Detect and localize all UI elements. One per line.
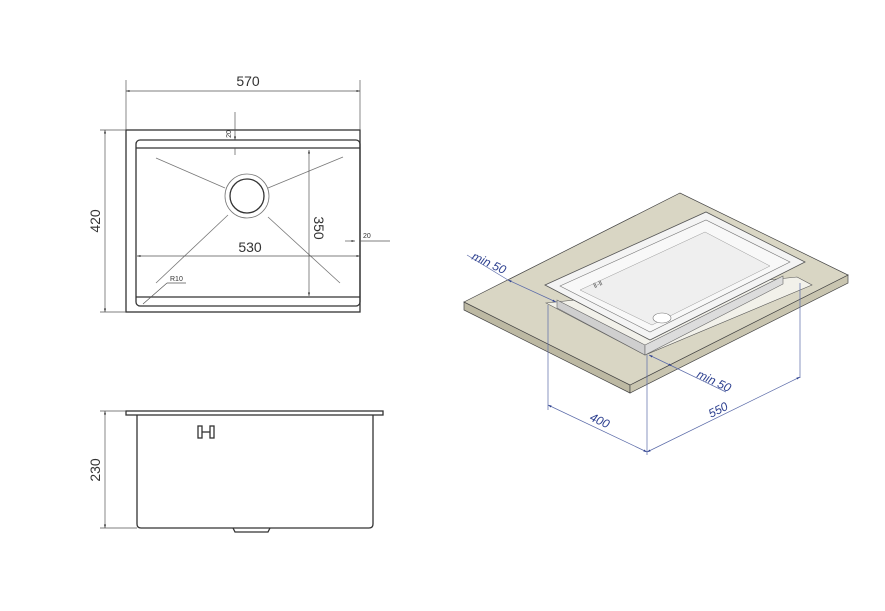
side-view: 230 xyxy=(87,410,384,533)
dim-cutout-width: 550 xyxy=(706,399,730,421)
dim-inner-depth: 350 xyxy=(311,216,327,240)
drain-icon xyxy=(652,312,672,324)
svg-text:Ⅱ-Ⅱ: Ⅱ-Ⅱ xyxy=(593,280,604,290)
iso-view: Ⅱ-Ⅱ min 50 min 50 400 550 xyxy=(463,192,849,455)
overflow-icon xyxy=(197,425,215,439)
top-view: 570 420 530 350 20 20 R10 xyxy=(87,73,390,313)
drain-icon xyxy=(224,173,270,219)
dim-height: 230 xyxy=(87,458,103,482)
dim-width: 570 xyxy=(236,73,260,89)
radius-label: R10 xyxy=(170,276,183,283)
dim-rim-side: 20 xyxy=(363,233,371,240)
dim-inner-width: 530 xyxy=(238,239,262,255)
dim-rim-top: 20 xyxy=(226,130,233,138)
dim-cutout-depth: 400 xyxy=(588,410,612,431)
dim-min-front: min 50 xyxy=(695,367,734,395)
dim-min-left: min 50 xyxy=(470,249,509,277)
dim-depth: 420 xyxy=(87,209,103,233)
